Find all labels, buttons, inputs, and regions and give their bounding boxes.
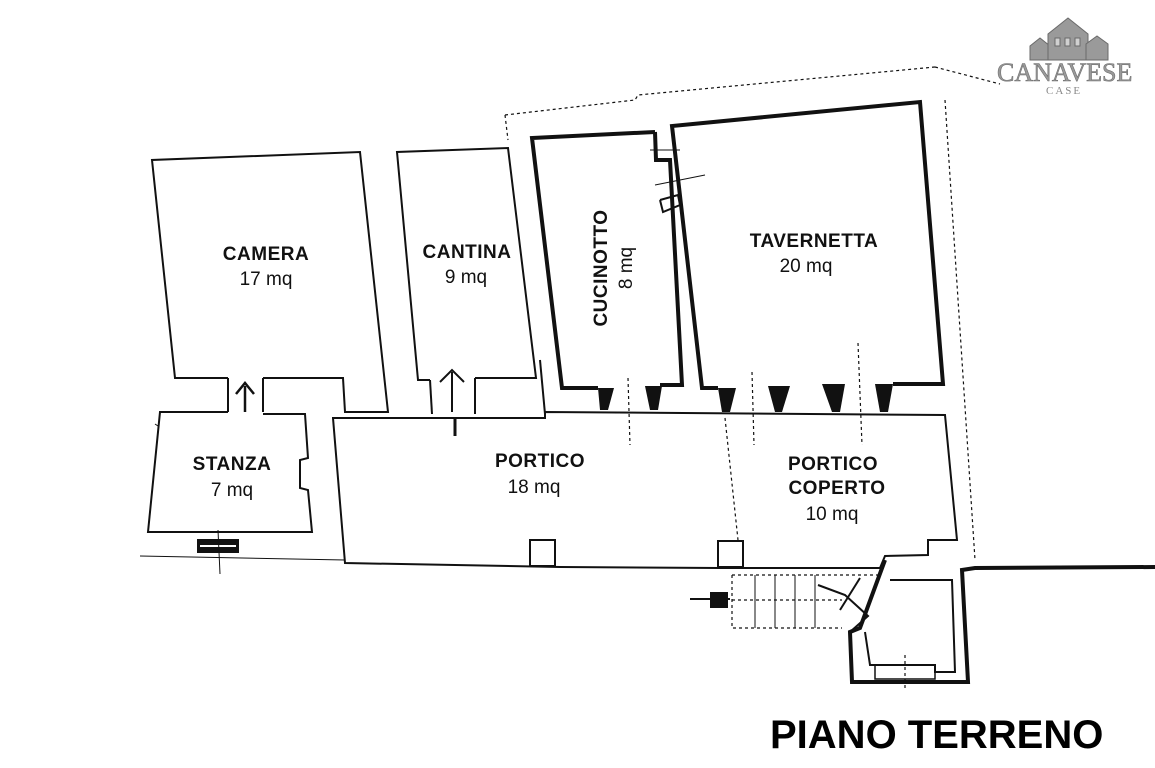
- room-portico-coperto-name2: COPERTO: [788, 478, 885, 499]
- room-tavernetta-area: 20 mq: [780, 256, 833, 277]
- property-boundary: [504, 66, 1001, 561]
- room-portico-coperto: PORTICO COPERTO 10 mq: [788, 454, 885, 525]
- room-stanza: STANZA 7 mq: [146, 411, 314, 575]
- entry-arrow-icon: [439, 368, 465, 436]
- room-cucinotto-name: CUCINOTTO: [591, 209, 612, 326]
- room-cantina-name: CANTINA: [423, 242, 512, 263]
- room-cantina-area: 9 mq: [445, 267, 487, 288]
- room-tavernetta-name: TAVERNETTA: [750, 231, 879, 252]
- room-camera: CAMERA 17 mq: [150, 150, 390, 413]
- staircase: [690, 574, 880, 633]
- room-cantina: CANTINA 9 mq: [395, 146, 538, 436]
- portico-outline: PORTICO 18 mq: [139, 359, 959, 569]
- room-cucinotto: CUCINOTTO 8 mq: [529, 130, 706, 446]
- drawing-title: PIANO TERRENO: [770, 713, 1103, 757]
- logo-sub: CASE: [1046, 85, 1082, 97]
- room-camera-area: 17 mq: [240, 269, 293, 290]
- room-portico-name: PORTICO: [495, 451, 585, 472]
- room-portico-coperto-name: PORTICO: [788, 454, 878, 475]
- logo-name: CANAVESE: [997, 58, 1132, 87]
- houses-logo-icon: [1029, 17, 1109, 61]
- entry-arrow-icon: [235, 381, 255, 412]
- room-stanza-area: 7 mq: [211, 480, 253, 501]
- logo: CANAVESE CASE: [997, 17, 1133, 97]
- room-tavernetta: TAVERNETTA 20 mq: [669, 99, 946, 446]
- room-stanza-name: STANZA: [193, 454, 272, 475]
- room-cucinotto-area: 8 mq: [616, 247, 637, 289]
- room-portico-area: 18 mq: [508, 477, 561, 498]
- room-portico-coperto-area: 10 mq: [806, 504, 859, 525]
- room-camera-name: CAMERA: [223, 244, 309, 265]
- utility-room: [847, 559, 1155, 690]
